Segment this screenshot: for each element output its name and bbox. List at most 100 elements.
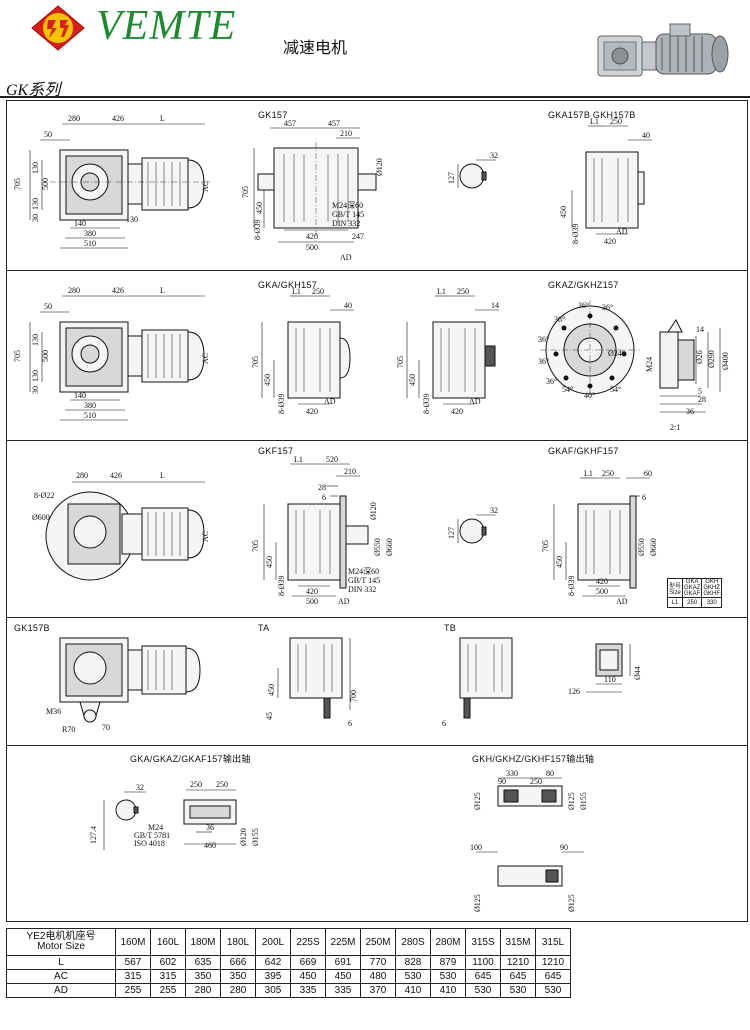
gk157-front-view: 457 457 210 Ø120 705 450 8-Ø39 M24深60 GB… [241, 119, 384, 262]
angle-36e: 36° [538, 357, 549, 366]
dim-500: 500 [596, 587, 608, 596]
dim-L: L [160, 286, 165, 295]
dim-420: 420 [596, 577, 608, 586]
dim-420: 420 [604, 237, 616, 246]
dim-AD: AD [616, 227, 628, 236]
dim-330: 330 [506, 769, 518, 778]
table-cell: 645 [465, 969, 501, 984]
dim-127: 127 [447, 527, 456, 539]
dim-250: 250 [602, 469, 614, 478]
dim-457b: 457 [328, 119, 340, 128]
dim-450: 450 [267, 684, 276, 696]
note-m24: M24深60 [332, 201, 363, 210]
dim-247: 247 [352, 232, 364, 241]
motor-size-cell: 250M [360, 928, 396, 956]
gkf157-view: L1 520 28 6 210 Ø120 Ø550 Ø660 705 450 8… [251, 455, 394, 606]
dim-450: 450 [555, 556, 564, 568]
dim-AD: AD [616, 597, 628, 606]
row-label-AD: AD [6, 983, 116, 998]
dim-80: 80 [546, 769, 554, 778]
dim-32: 32 [490, 151, 498, 160]
dim-40: 40 [344, 301, 352, 310]
dim-36: 36 [206, 823, 214, 832]
table-cell: 645 [535, 969, 571, 984]
table-cell: 305 [255, 983, 291, 998]
table-cell: 642 [255, 955, 291, 970]
dim-426: 426 [110, 471, 122, 480]
table-cell: 350 [185, 969, 221, 984]
dim-AD: AD [340, 253, 352, 262]
l1-gka-group: GKA GKAZ GKAF [682, 578, 703, 598]
dim-L: L [160, 114, 165, 123]
table-cell: 1100 [465, 955, 501, 970]
motor-size-cell: 180M [185, 928, 221, 956]
table-cell: 828 [395, 955, 431, 970]
angle-54b: 54° [610, 385, 621, 394]
hollow-shaft-view: 32 127.4 250 250 M24 GB/T 5781 ISO 4018 … [89, 780, 260, 850]
dim-AC: AC [201, 531, 210, 542]
dim-5: 5 [698, 387, 702, 396]
dim-d44: Ø44 [633, 666, 642, 680]
dim-130b: 130 [31, 370, 40, 382]
dim-70: 70 [102, 723, 110, 732]
table-cell: 410 [395, 983, 431, 998]
dim-d660: Ø660 [649, 538, 658, 556]
angle-36f: 36° [546, 377, 557, 386]
table-cell: 691 [325, 955, 361, 970]
table-cell: 255 [150, 983, 186, 998]
l1-gka-value: 250 [682, 597, 703, 608]
table-cell: 530 [430, 969, 466, 984]
dim-28: 28 [698, 395, 706, 404]
dim-500: 500 [41, 350, 50, 362]
dim-380: 380 [84, 229, 96, 238]
table-cell: 315 [115, 969, 151, 984]
table-cell: 280 [185, 983, 221, 998]
dim-280: 280 [68, 114, 80, 123]
dim-705: 705 [251, 356, 260, 368]
tb-view: 6 [442, 637, 513, 728]
header-divider [0, 96, 750, 98]
motor-size-cell: 315M [500, 928, 536, 956]
dim-14: 14 [696, 325, 704, 334]
gkf-key-section: 32 127 [447, 506, 498, 544]
row-divider [6, 270, 748, 271]
gk157-key-section: 32 127 [447, 151, 498, 189]
dim-50: 50 [44, 130, 52, 139]
table-cell: 666 [220, 955, 256, 970]
dim-420: 420 [451, 407, 463, 416]
dim-L1: L1 [437, 287, 446, 296]
gearmotor-photo [597, 23, 729, 77]
dim-8-d39: 8-Ø39 [422, 394, 431, 414]
dim-d26: Ø26 [695, 350, 704, 364]
dim-d290: Ø290 [707, 350, 716, 368]
dim-450: 450 [408, 374, 417, 386]
product-type: 减速电机 [283, 38, 348, 57]
table-cell: 530 [535, 983, 571, 998]
motor-size-cell: 160L [150, 928, 186, 956]
dim-210: 210 [340, 129, 352, 138]
dim-250: 250 [312, 287, 324, 296]
note-gbt5781: GB/T 5781 [134, 831, 170, 840]
dim-d125a: Ø125 [473, 792, 482, 810]
dim-60: 60 [644, 469, 652, 478]
dim-126: 126 [568, 687, 580, 696]
view-title-gkf157: GKF157 [258, 446, 294, 456]
table-row-AC: AC 315 315 350 350 395 450 450 480 530 5… [6, 969, 571, 984]
dim-d125b: Ø125 [567, 894, 576, 912]
gk157-side-view: 280 426 L 50 705 130 500 130 30 140 380 … [13, 114, 210, 249]
table-cell: 350 [220, 969, 256, 984]
dim-28: 28 [318, 483, 326, 492]
note-din332: DIN 332 [332, 219, 360, 228]
dim-705: 705 [396, 356, 405, 368]
table-cell: 410 [430, 983, 466, 998]
gka-gkh157-view: L1 250 40 705 450 8-Ø39 420 AD [251, 287, 354, 416]
dim-32: 32 [136, 783, 144, 792]
table-cell: 1210 [500, 955, 536, 970]
dim-L1: L1 [584, 469, 593, 478]
table-cell: 530 [395, 969, 431, 984]
table-cell: 315 [150, 969, 186, 984]
view-title-gka-gkh157: GKA/GKH157 [258, 280, 318, 290]
view-title-gk157: GK157 [258, 110, 288, 120]
dim-250: 250 [530, 777, 542, 786]
view-title-hollow-shaft: GKA/GKAZ/GKAF157输出轴 [130, 754, 251, 764]
